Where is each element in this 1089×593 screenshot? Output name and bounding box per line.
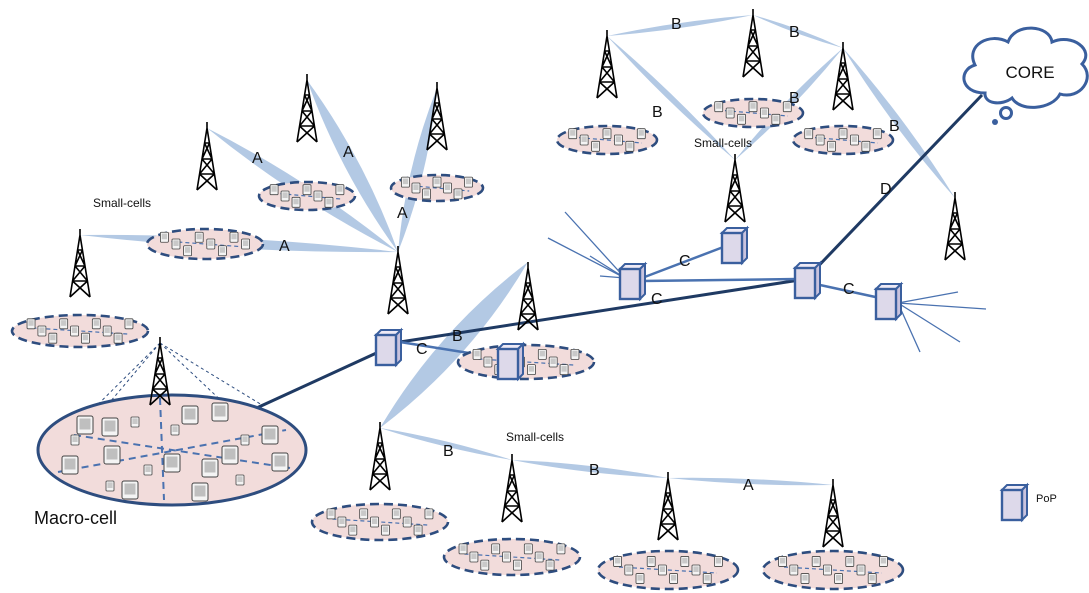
legend-pop-icon xyxy=(1000,483,1029,522)
small-cell-9 xyxy=(310,502,450,542)
legend: PoP xyxy=(1000,483,1057,522)
small-cells-label-1: Small-cells xyxy=(93,196,151,210)
wireless-beam-6 xyxy=(753,15,843,48)
pop-fanout-right xyxy=(897,291,987,353)
link-label-b2: B xyxy=(789,24,800,41)
tower-5 xyxy=(387,245,409,315)
pop-5 xyxy=(793,261,822,300)
tower-9 xyxy=(724,153,746,223)
link-label-a3: A xyxy=(397,205,408,222)
link-label-c2: C xyxy=(679,253,691,270)
tower-6 xyxy=(596,29,618,99)
small-cell-1 xyxy=(257,180,357,212)
wireless-beam-11 xyxy=(380,428,512,460)
tower-10 xyxy=(944,191,966,261)
tower-8 xyxy=(832,41,854,111)
pop-2 xyxy=(496,342,525,381)
small-cells-label-2: Small-cells xyxy=(694,136,752,150)
small-cell-2 xyxy=(389,173,485,203)
tower-14 xyxy=(501,453,523,523)
macro-cell xyxy=(36,342,308,507)
pop-6 xyxy=(874,282,903,321)
wireless-beam-10 xyxy=(380,262,528,428)
link-label-a2: A xyxy=(343,144,354,161)
small-cell-11 xyxy=(596,549,740,591)
core-cloud: CORE xyxy=(962,26,1089,125)
small-cell-5 xyxy=(555,124,659,156)
tower-15 xyxy=(657,471,679,541)
small-cell-7 xyxy=(791,124,895,156)
cell-areas xyxy=(10,97,905,591)
small-cell-4 xyxy=(10,313,150,349)
wireless-beam-12 xyxy=(512,460,668,478)
link-label-b3: B xyxy=(652,104,663,121)
wireless-beam-5 xyxy=(607,15,753,36)
small-cell-3 xyxy=(145,227,265,261)
core-label: CORE xyxy=(1005,63,1054,82)
macro-cell-label: Macro-cell xyxy=(34,508,117,528)
tower-16 xyxy=(822,478,844,548)
small-cell-6 xyxy=(701,97,805,129)
link-label-c1: C xyxy=(416,341,428,358)
link-label-a1: A xyxy=(252,150,263,167)
legend-pop-label: PoP xyxy=(1036,493,1057,505)
wireless-beam-7 xyxy=(607,36,735,160)
link-label-a5: A xyxy=(743,477,754,494)
pop-3 xyxy=(618,262,647,301)
link-label-b5: B xyxy=(889,118,900,135)
small-cell-12 xyxy=(761,549,905,591)
tower-2 xyxy=(296,73,318,143)
pop-4 xyxy=(720,226,749,265)
link-label-c4: C xyxy=(843,281,855,298)
small-cells-label-3: Small-cells xyxy=(506,430,564,444)
link-label-b6: B xyxy=(443,443,454,460)
small-cell-10 xyxy=(442,537,582,577)
wireless-beam-2 xyxy=(307,80,398,252)
link-label-b1: B xyxy=(671,16,682,33)
link-label-a4: A xyxy=(279,238,290,255)
wireless-links xyxy=(80,15,955,486)
backhaul-lines xyxy=(175,93,984,447)
wireless-beam-13 xyxy=(668,477,833,486)
link-label-b4: B xyxy=(789,90,800,107)
link-label-d1: D xyxy=(880,181,892,198)
link-label-b7: B xyxy=(589,462,600,479)
wireless-beam-3 xyxy=(398,88,437,252)
link-label-c3: C xyxy=(651,291,663,308)
link-label-b8: B xyxy=(452,328,463,345)
wireless-beam-9 xyxy=(843,48,955,198)
tower-4 xyxy=(69,228,91,298)
tower-7 xyxy=(742,8,764,78)
pop-fanout-left xyxy=(547,211,626,279)
pop-1 xyxy=(374,328,403,367)
tower-13 xyxy=(369,421,391,491)
small-cell-8 xyxy=(456,343,596,381)
